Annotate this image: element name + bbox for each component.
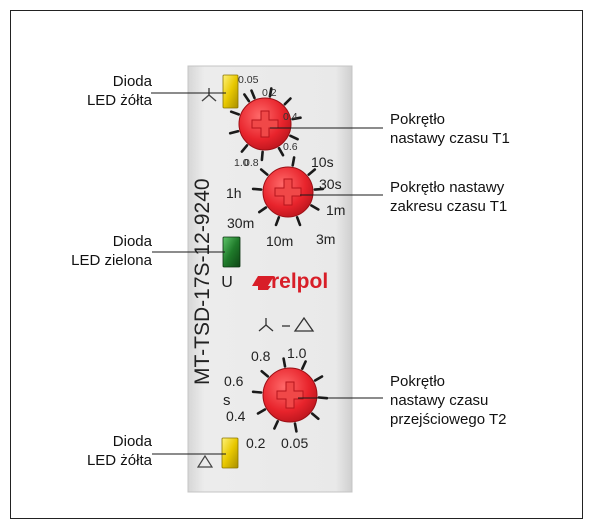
knob-t2-scale: 1.0 0.8 0.6 0.40.2 0.05 [224,345,308,451]
label-knob-t1-line2: nastawy czasu T1 [390,130,510,147]
label-knob-t2: Pokrętło nastawy czasu przejściowego T2 [390,372,506,429]
led-yellow-top [222,74,239,109]
knob-t1-ticks [228,87,302,162]
u-label: U [221,274,233,291]
knob-t1-range-tick [259,168,269,176]
knob-t1-range-tick [251,187,263,191]
label-knob-t1-line1: Pokrętło [390,111,446,128]
knob-t1-time[interactable] [228,87,302,162]
knob-t1-range-scale-label: 30s [319,176,342,192]
relpol-logo-text: relpol [271,270,328,293]
model-text: MT-TSD-17S-12-9240 [191,178,214,385]
leader-lines [151,92,383,455]
knob-t1-range-tick [313,187,325,191]
knob-t1-tick [240,144,249,153]
knob-t1-range-tick [295,216,302,227]
label-led-green-line1: Dioda [112,233,152,250]
knob-t1-tick [250,89,256,100]
knob-t1-scale-label: 0.05 [238,74,259,86]
knob-t2-screw-icon [276,381,304,409]
knob-t2-scale-label: 1.0 [287,345,307,361]
knob-t1-tick [243,93,251,103]
knob-t1-range-tick [257,206,268,214]
knob-t2-tick [260,369,270,378]
knob-t1-range-tick [310,204,320,211]
label-led-green-line2: LED zielona [71,252,152,269]
label-knob-range: Pokrętło nastawy zakresu czasu T1 [390,178,507,216]
knob-t2-tick [310,412,320,421]
label-led-bottom-line1: Dioda [112,433,152,450]
knob-t2-scale-label: 0.6 [224,373,244,389]
knob-t1-range-tick [307,168,317,176]
label-knob-t2-line1: Pokrętło [390,373,446,390]
knob-t1-range-scale-label: 1m [326,202,345,218]
knob-t2-scale-label: 0.05 [281,435,308,451]
knob-t1-range-scale-label: 10s [311,154,334,170]
knob-t2-tick [313,375,324,382]
knob-t1-scale-label: 0.2 [262,87,277,99]
knob-t2-tick [282,357,287,368]
knob-t1-scale: 0.050.2 0.4 0.6 0.81.0 [234,74,298,169]
knob-t2-tick [251,390,263,394]
label-led-top-line2: LED żółta [86,92,152,109]
knob-t1-tick [283,97,292,106]
knob-t2-tick [293,422,298,433]
knob-t2-scale-label: 0.4 [226,408,246,424]
label-knob-t1: Pokrętło nastawy czasu T1 [390,110,510,148]
knob-t1-tick [291,116,302,121]
knob-t2-scale-label: 0.2 [246,435,266,451]
knob-t1-scale-label: 1.0 [234,157,249,169]
knob-t1-range-tick [291,156,296,167]
knob-t1-range-scale-label: 1h [226,185,242,201]
label-led-top-line1: Dioda [112,73,152,90]
knob-t1-tick [260,150,264,162]
label-led-bottom-line2: LED żółta [86,452,152,469]
led-green [222,236,241,268]
label-led-top: Dioda LED żółta [87,72,152,110]
knob-t2-unit: s [223,392,231,409]
knob-t2-tick [273,419,280,430]
knob-t1-scale-label: 0.6 [283,141,298,153]
relpol-logo-icon [252,276,274,290]
knob-t1-range-screw-icon [274,178,302,206]
knob-t1-scale-label: 0.8 [244,157,259,169]
knob-t1-range-ticks [251,156,325,227]
knob-t1-range-scale: 10s 30s 1m 3m 10m 30m 1h [226,154,345,249]
knob-t1-range-tick [274,216,281,227]
label-knob-t2-line3: przejściowego T2 [390,411,507,428]
label-knob-range-line2: zakresu czasu T1 [390,198,508,215]
knob-t1-scale-label: 0.4 [283,111,298,123]
knob-t1-tick [277,146,285,157]
knob-t1-tick [289,134,299,141]
knob-t2-tick [300,360,307,371]
star-delta-symbol-icon [258,316,315,332]
label-knob-t2-line2: nastawy czasu [390,392,489,409]
knob-t1-range[interactable] [251,156,325,227]
label-knob-range-line1: Pokrętło nastawy [390,179,505,196]
relpol-logo: relpol [252,270,328,293]
knob-t1-tick [228,129,240,135]
knob-t1-tick [229,110,240,116]
knob-t1-range-scale-label: 30m [227,215,254,231]
star-symbol-icon [201,88,217,102]
triangle-symbol-icon [196,454,214,468]
knob-t1-range-scale-label: 10m [266,233,293,249]
led-yellow-bottom [221,437,239,469]
knob-t2-scale-label: 0.8 [251,348,271,364]
label-led-green: Dioda LED zielona [71,232,152,270]
knob-t1-range-scale-label: 3m [316,231,335,247]
knob-t2-tick [256,408,267,415]
knob-t1-tick [268,87,273,98]
knob-t2[interactable] [251,357,329,433]
label-led-bottom: Dioda LED żółta [87,432,152,470]
